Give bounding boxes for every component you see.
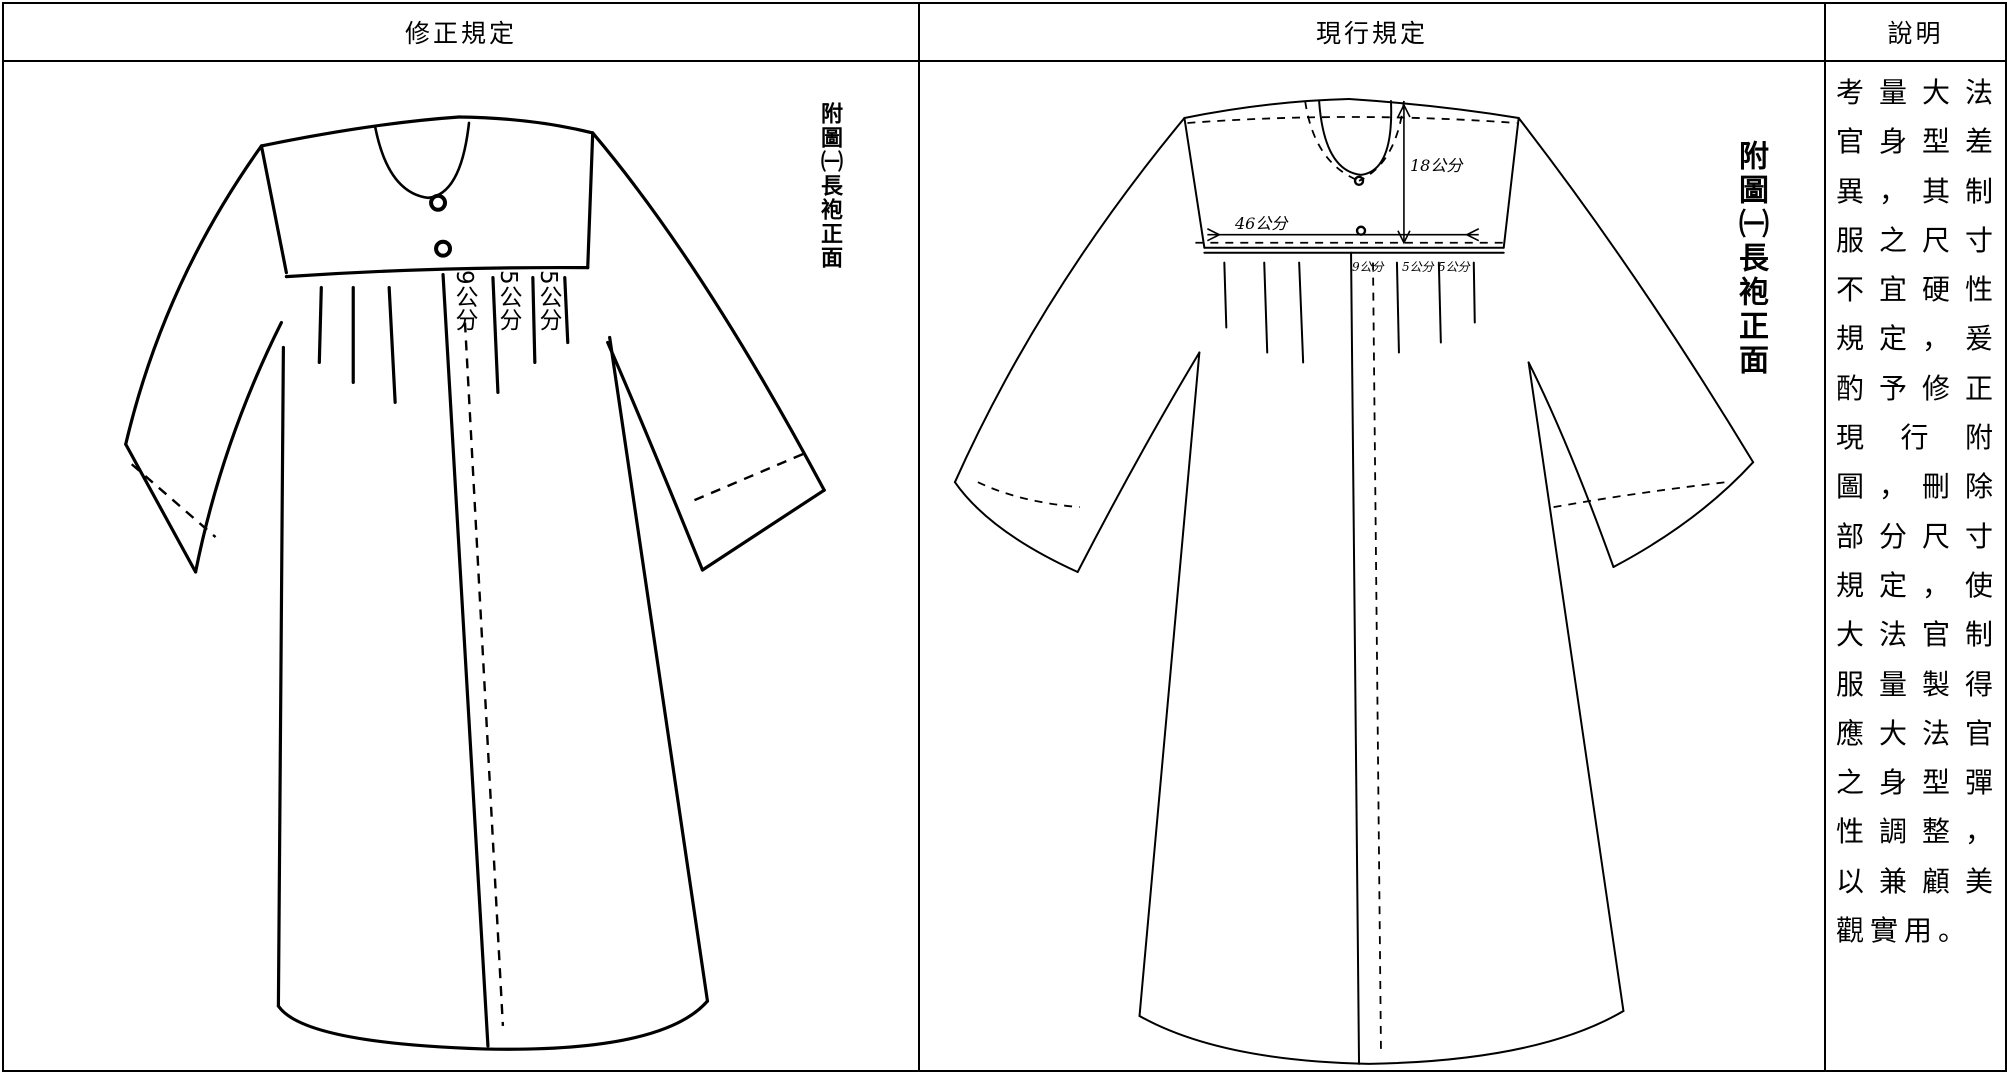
amended-header: 修正規定: [2, 2, 920, 62]
amended-figure-caption: 附圖㈠長袍正面: [817, 102, 843, 270]
amended-robe-figure: 附圖㈠長袍正面 9公分 5公分 5公分: [4, 62, 918, 1070]
amended-dim-pleat1: 5公分: [495, 270, 521, 331]
current-dim-width: 46公分: [1235, 214, 1288, 233]
current-dim-pleat2: 5公分: [1438, 260, 1470, 274]
explanation-header: 說明: [1824, 2, 2007, 62]
current-cell: 附圖㈠長袍正面 46公分 18公分 9公分 5公分 5公分: [918, 60, 1826, 1072]
current-dim-height: 18公分: [1410, 156, 1463, 175]
current-figure-caption: 附圖㈠長袍正面: [1733, 140, 1768, 378]
current-dim-pleat1: 5公分: [1402, 260, 1434, 274]
explanation-cell: 考量大法官身型差異，其制服之尺寸不宜硬性規定，爰酌予修正現行附圖，刪除部分尺寸規…: [1824, 60, 2007, 1072]
explanation-text: 考量大法官身型差異，其制服之尺寸不宜硬性規定，爰酌予修正現行附圖，刪除部分尺寸規…: [1836, 76, 1999, 948]
current-header: 現行規定: [918, 2, 1826, 62]
current-robe-drawing: [953, 98, 1755, 1065]
amended-dim-pleat2: 5公分: [535, 270, 561, 331]
header-row: 修正規定 現行規定 說明: [2, 2, 2007, 62]
amended-dim-front: 9公分: [451, 270, 477, 331]
content-row: 附圖㈠長袍正面 9公分 5公分 5公分: [2, 60, 2007, 1072]
current-dim-front: 9公分: [1352, 260, 1384, 274]
amended-robe-drawing: [124, 115, 826, 1051]
current-robe-figure: 附圖㈠長袍正面 46公分 18公分 9公分 5公分 5公分: [920, 62, 1824, 1070]
amended-cell: 附圖㈠長袍正面 9公分 5公分 5公分: [2, 60, 920, 1072]
